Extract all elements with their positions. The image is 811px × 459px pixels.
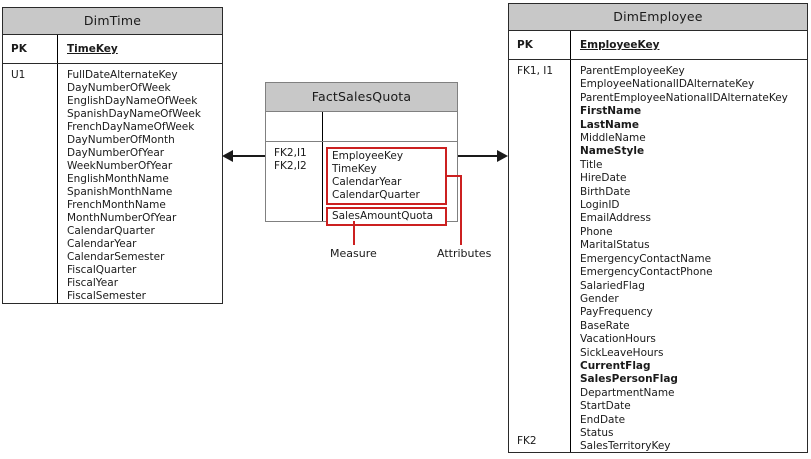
- dimemployee-pk-label: PK: [509, 31, 571, 59]
- column-name: VacationHours: [580, 333, 656, 346]
- dimtime-pk-column: TimeKey: [67, 43, 118, 55]
- column-name: SpanishMonthName: [67, 186, 173, 198]
- column-name: FiscalSemester: [67, 290, 146, 302]
- column-name: EndDate: [580, 413, 626, 426]
- column-name: FirstName: [580, 105, 642, 118]
- column-name: CalendarYear: [332, 176, 402, 188]
- column-name: SickLeaveHours: [580, 346, 664, 359]
- column-name: StartDate: [580, 400, 631, 413]
- column-name: WeekNumberOfYear: [67, 160, 173, 172]
- dimtime-title: DimTime: [3, 8, 222, 35]
- column-name: EmergencyContactPhone: [580, 266, 713, 279]
- column-name: DayNumberOfYear: [67, 147, 165, 159]
- attributes-label: Attributes: [437, 247, 492, 260]
- column-name: BirthDate: [580, 185, 631, 198]
- column-name: CalendarYear: [67, 238, 137, 250]
- column-name: FiscalQuarter: [67, 264, 137, 276]
- dimtime-pk-label: PK: [3, 35, 58, 63]
- column-name: EnglishMonthName: [67, 173, 169, 185]
- fact-key-annotation-1: FK2,I1: [274, 147, 307, 159]
- column-name: SalesTerritoryKey: [580, 440, 671, 453]
- relationship-arrowhead-right-icon: [497, 150, 508, 162]
- column-name: NameStyle: [580, 145, 645, 158]
- relationship-line-dimemployee: [458, 155, 499, 157]
- dimtime-pk-row: PK TimeKey: [3, 35, 222, 64]
- column-name: Status: [580, 426, 614, 439]
- dimemployee-title: DimEmployee: [509, 4, 807, 31]
- fact-key-annotation-2: FK2,I2: [274, 160, 307, 172]
- column-name: FrenchMonthName: [67, 199, 166, 211]
- column-name: MiddleName: [580, 132, 646, 145]
- column-name: EmployeeNationalIDAlternateKey: [580, 78, 755, 91]
- column-name: CalendarSemester: [67, 251, 165, 263]
- column-name: SalariedFlag: [580, 279, 645, 292]
- column-name: PayFrequency: [580, 306, 653, 319]
- column-name: EmployeeKey: [332, 150, 404, 162]
- column-name: BaseRate: [580, 319, 630, 332]
- dimemployee-key-annotation-bottom: FK2: [517, 435, 537, 447]
- relationship-line-dimtime: [231, 155, 265, 157]
- dimtime-table: DimTime PK TimeKey U1 FullDateAlternateK…: [2, 7, 223, 304]
- column-name: CurrentFlag: [580, 359, 651, 372]
- column-name: EmailAddress: [580, 212, 651, 225]
- attributes-leader-line-vertical: [460, 175, 462, 245]
- attributes-leader-line-horizontal: [445, 175, 462, 177]
- column-name: ParentEmployeeNationalIDAlternateKey: [580, 91, 788, 104]
- column-name: DayNumberOfWeek: [67, 82, 171, 94]
- column-name: LoginID: [580, 199, 620, 212]
- column-name: EnglishDayNameOfWeek: [67, 95, 198, 107]
- measure-label: Measure: [330, 247, 377, 260]
- column-name: Title: [580, 158, 603, 171]
- column-name: DepartmentName: [580, 386, 675, 399]
- dimemployee-key-annotation-top: FK1, I1: [517, 65, 554, 77]
- factsalesquota-table: FactSalesQuota FK2,I1 FK2,I2 EmployeeKey…: [265, 82, 458, 226]
- column-name: CalendarQuarter: [332, 189, 420, 201]
- column-name: SalesAmountQuota: [332, 210, 434, 222]
- measure-callout-box: SalesAmountQuota: [326, 207, 447, 226]
- column-name: EmergencyContactName: [580, 252, 712, 265]
- dimemployee-pk-column: EmployeeKey: [580, 39, 660, 51]
- relationship-arrowhead-left-icon: [222, 150, 233, 162]
- dimemployee-pk-row: PK EmployeeKey: [509, 31, 807, 60]
- column-name: FullDateAlternateKey: [67, 69, 178, 81]
- column-name: FrenchDayNameOfWeek: [67, 121, 195, 133]
- column-name: DayNumberOfMonth: [67, 134, 175, 146]
- column-name: SalesPersonFlag: [580, 373, 678, 386]
- column-name: FiscalYear: [67, 277, 119, 289]
- column-name: HireDate: [580, 172, 627, 185]
- column-name: MonthNumberOfYear: [67, 212, 177, 224]
- column-name: MaritalStatus: [580, 239, 650, 252]
- column-name: SpanishDayNameOfWeek: [67, 108, 201, 120]
- column-name: LastName: [580, 118, 639, 131]
- dimemployee-table: DimEmployee PK EmployeeKey FK1, I1 FK2 P…: [508, 3, 808, 453]
- factsalesquota-title: FactSalesQuota: [266, 83, 457, 112]
- column-name: Phone: [580, 225, 613, 238]
- column-name: CalendarQuarter: [67, 225, 155, 237]
- measure-leader-line: [353, 221, 355, 245]
- column-name: TimeKey: [332, 163, 377, 175]
- dimtime-key-annotation: U1: [11, 69, 26, 81]
- column-name: Gender: [580, 292, 619, 305]
- factsalesquota-pk-row: [266, 112, 457, 142]
- column-name: ParentEmployeeKey: [580, 65, 685, 77]
